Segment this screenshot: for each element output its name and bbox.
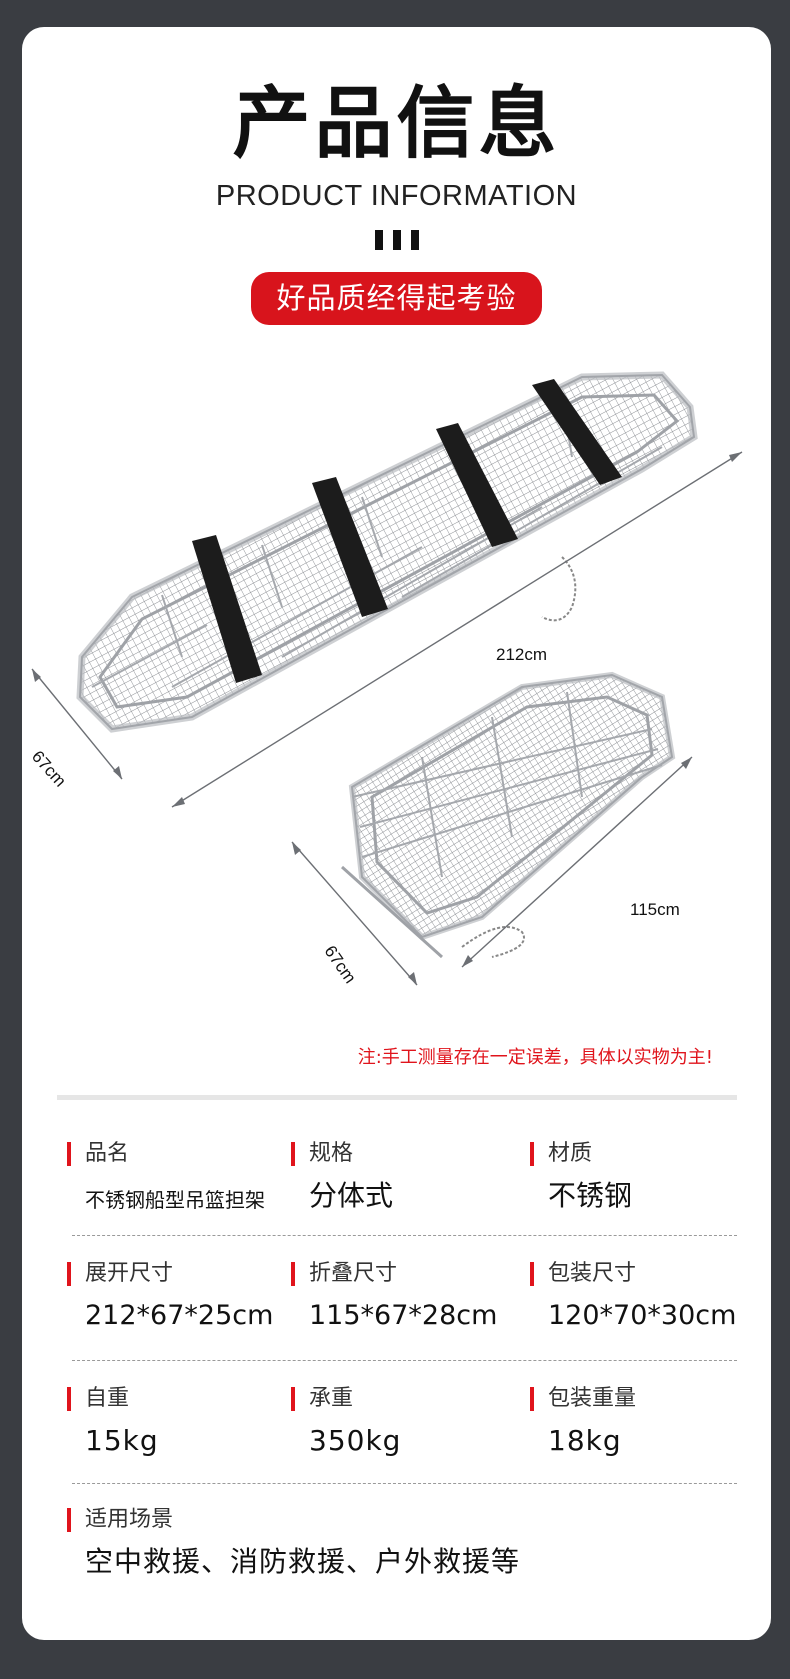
spec-load-capacity: 承重 350kg	[291, 1384, 501, 1464]
spec-folded-size: 折叠尺寸 115*67*28cm	[291, 1259, 511, 1339]
spec-model: 规格 分体式	[291, 1139, 501, 1219]
product-info-card: 产品信息 PRODUCT INFORMATION 好品质经得起考验	[22, 27, 771, 1640]
dimension-lines	[31, 451, 743, 986]
page-title: 产品信息	[232, 79, 561, 169]
spec-expanded-size: 展开尺寸 212*67*25cm	[67, 1259, 277, 1339]
row-divider	[72, 1483, 737, 1484]
spec-name: 品名 不锈钢船型吊篮担架	[67, 1139, 277, 1219]
spec-package-size: 包装尺寸 120*70*30cm	[530, 1259, 750, 1339]
divider-bars	[375, 230, 419, 250]
spec-package-weight: 包装重量 18kg	[530, 1384, 740, 1464]
expanded-stretcher	[76, 371, 698, 733]
folded-length-label: 115cm	[630, 900, 680, 919]
row-divider	[72, 1360, 737, 1361]
spec-material: 材质 不锈钢	[530, 1139, 740, 1219]
page-subtitle: PRODUCT INFORMATION	[215, 180, 578, 212]
spec-net-weight: 自重 15kg	[67, 1384, 277, 1464]
row-divider	[72, 1235, 737, 1236]
measurement-note: 注:手工测量存在一定误差，具体以实物为主!	[357, 1047, 713, 1068]
expanded-length-label: 212cm	[496, 645, 548, 664]
product-photo	[31, 371, 743, 986]
spec-usage: 适用场景 空中救援、消防救援、户外救援等	[67, 1505, 727, 1585]
spec-top-rule	[57, 1095, 737, 1100]
quality-badge: 好品质经得起考验	[251, 272, 542, 325]
folded-stretcher	[340, 671, 676, 959]
